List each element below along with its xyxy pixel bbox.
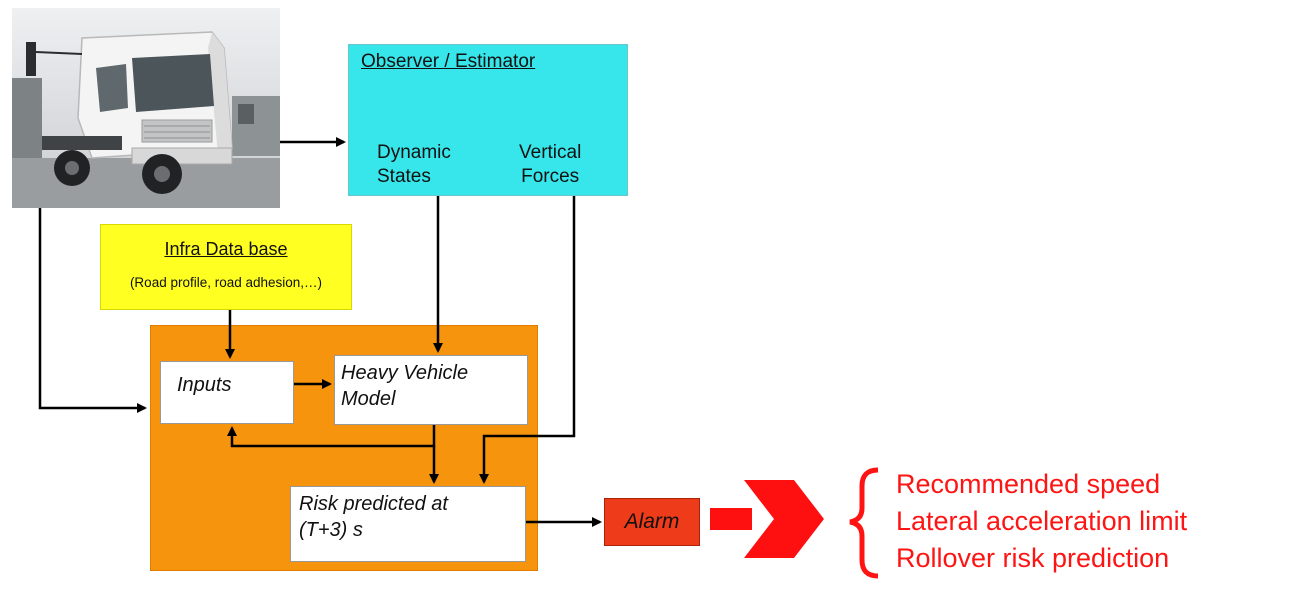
alarm-label: Alarm bbox=[624, 510, 680, 533]
thick-right-arrow bbox=[710, 480, 824, 558]
observer-estimator-box: Observer / Estimator Dynamic States Vert… bbox=[348, 44, 628, 196]
output-rollover-risk-prediction: Rollover risk prediction bbox=[896, 543, 1170, 573]
inputs-label: Inputs bbox=[177, 374, 232, 396]
observer-title: Observer / Estimator bbox=[361, 51, 536, 72]
infra-title: Infra Data base bbox=[164, 239, 288, 259]
vertical-forces-label: Vertical Forces bbox=[519, 142, 582, 187]
heavy-vehicle-model-box: Heavy Vehicle Model bbox=[334, 355, 528, 425]
dynamic-states-label: Dynamic States bbox=[377, 142, 451, 187]
truck-photo bbox=[12, 8, 280, 208]
curly-brace bbox=[849, 467, 879, 579]
alarm-box: Alarm bbox=[604, 498, 700, 546]
risk-predicted-box: Risk predicted at (T+3) s bbox=[290, 486, 526, 562]
inputs-box: Inputs bbox=[160, 361, 294, 424]
output-recommended-speed: Recommended speed bbox=[896, 469, 1161, 499]
output-lateral-acceleration-limit: Lateral acceleration limit bbox=[896, 506, 1188, 536]
outputs-list: Recommended speed Lateral acceleration l… bbox=[896, 466, 1187, 577]
infra-database-box: Infra Data base (Road profile, road adhe… bbox=[100, 224, 352, 310]
infra-subtitle: (Road profile, road adhesion,…) bbox=[129, 275, 323, 290]
